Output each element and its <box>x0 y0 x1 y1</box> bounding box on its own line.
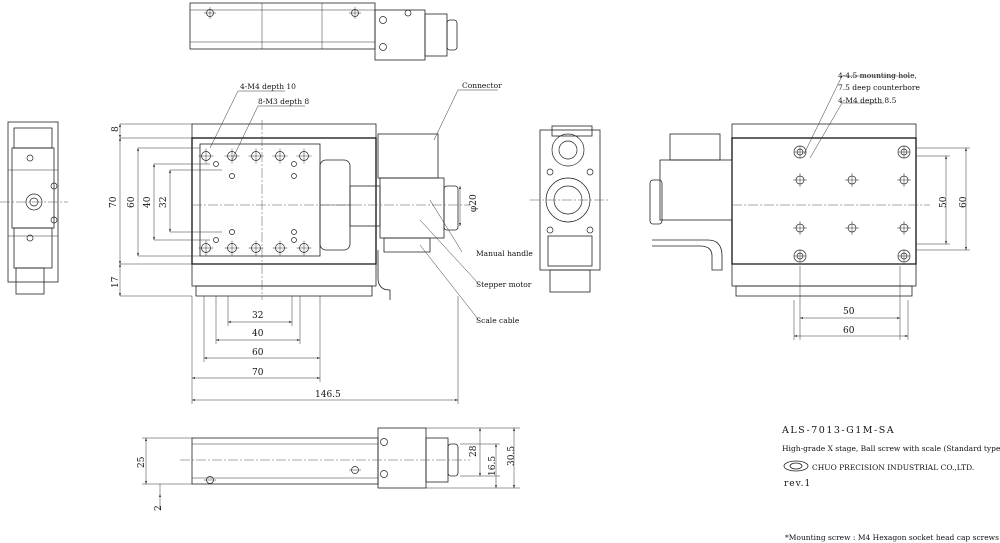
dim-28: 28 <box>469 445 479 457</box>
callout-m3-depth: 8-M3 depth 8 <box>258 97 309 106</box>
dim-40-vertical: 40 <box>143 196 153 208</box>
plan-view-holes <box>198 148 312 256</box>
dim-60-vertical: 60 <box>127 196 137 208</box>
dim-right-60: 60 <box>959 196 969 208</box>
front-view <box>180 427 470 489</box>
dim-2: 2 <box>154 505 164 511</box>
dim-8: 8 <box>111 126 121 132</box>
left-side-view <box>0 121 68 295</box>
dim-30-5: 30.5 <box>507 446 517 466</box>
dim-bottom-50: 50 <box>843 307 855 317</box>
callout-counterbore: 7.5 deep counterbore <box>838 83 920 92</box>
bottom-plan-holes <box>793 145 911 263</box>
dimension-lines <box>119 75 970 510</box>
dim-146-5: 146.5 <box>315 390 341 400</box>
callout-scale-cable: Scale cable <box>476 316 520 325</box>
end-view <box>530 125 610 293</box>
dim-right-50: 50 <box>939 196 949 208</box>
callout-stepper-motor: Stepper motor <box>476 280 532 289</box>
dim-phi20: φ20 <box>469 194 479 212</box>
dim-25: 25 <box>137 456 147 468</box>
callout-m4-depth: 4-M4 depth 10 <box>240 82 296 91</box>
callout-manual-handle: Manual handle <box>476 249 533 258</box>
mounting-hole <box>291 161 297 167</box>
mounting-hole <box>291 173 297 179</box>
callouts: 4-M4 depth 10 8-M3 depth 8 Connector Man… <box>240 71 920 325</box>
mounting-hole <box>213 161 219 167</box>
plan-view <box>191 120 470 300</box>
top-view <box>189 2 458 61</box>
mounting-note: *Mounting screw : M4 Hexagon socket head… <box>785 533 1000 542</box>
mounting-hole <box>291 237 297 243</box>
dim-bottom-60: 60 <box>843 326 855 336</box>
top-view-holes <box>204 7 412 51</box>
company-logo <box>783 460 809 472</box>
model-number: ALS-7013-G1M-SA <box>781 425 895 436</box>
dim-70-vertical: 70 <box>109 196 119 208</box>
revision: rev.1 <box>784 479 811 489</box>
callout-m4-right: 4-M4 depth 8.5 <box>838 96 897 105</box>
dim-60-horizontal: 60 <box>252 348 264 358</box>
dim-40-horizontal: 40 <box>252 329 264 339</box>
dim-32-horizontal: 32 <box>252 311 263 321</box>
dim-17: 17 <box>111 276 121 288</box>
mounting-hole <box>229 173 235 179</box>
callout-connector: Connector <box>462 81 502 90</box>
dim-70-horizontal: 70 <box>252 368 264 378</box>
title-block: ALS-7013-G1M-SA High-grade X stage, Ball… <box>781 425 1000 542</box>
company-name: CHUO PRECISION INDUSTRIAL CO.,LTD. <box>812 463 974 472</box>
bottom-plan-view <box>649 123 930 297</box>
mounting-hole <box>213 237 219 243</box>
callout-mount-hole: 4-4.5 mounting hole, <box>838 71 917 80</box>
product-description: High-grade X stage, Ball screw with scal… <box>782 444 1000 453</box>
mounting-hole <box>229 229 235 235</box>
dim-16-5: 16.5 <box>488 456 498 476</box>
dimension-values: 8 70 60 40 32 17 φ20 32 40 60 70 146.5 5… <box>109 126 969 511</box>
mounting-hole <box>291 229 297 235</box>
dim-32-vertical: 32 <box>159 197 169 208</box>
